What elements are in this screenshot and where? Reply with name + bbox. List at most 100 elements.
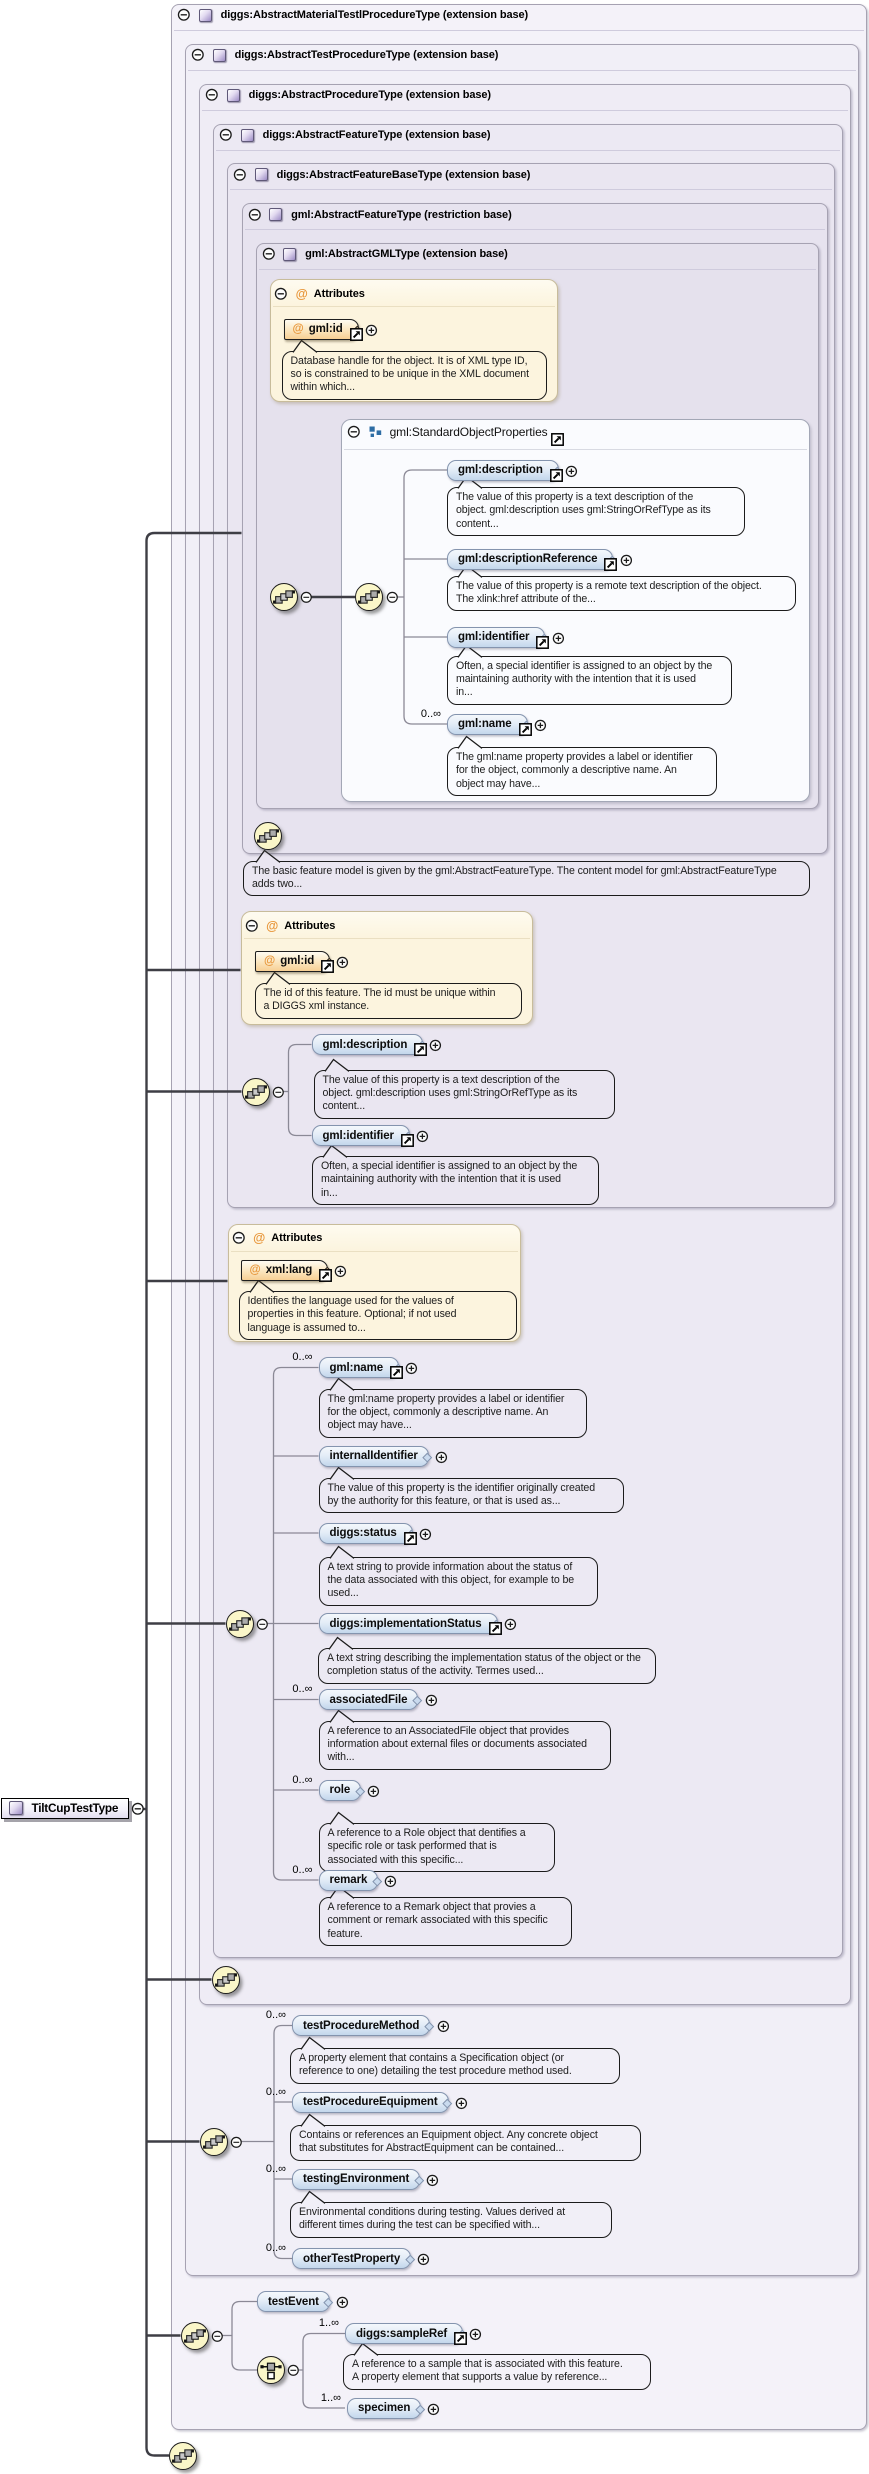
- choice-connector[interactable]: [256, 2356, 285, 2384]
- collapse-icon[interactable]: [272, 1085, 285, 1103]
- annotation-bubble: The value of this property is a remote t…: [447, 564, 796, 612]
- expand-icon[interactable]: [426, 2174, 439, 2192]
- element-name: testProcedureMethod: [303, 2019, 420, 2032]
- element-chip-diggs-status[interactable]: diggs:status: [318, 1522, 413, 1544]
- element-chip-gml-name[interactable]: gml:name: [447, 713, 528, 735]
- expand-icon[interactable]: [365, 324, 378, 342]
- sequence-connector[interactable]: [254, 821, 282, 850]
- sequence-connector[interactable]: [169, 2441, 197, 2470]
- element-chip-testProcedureMethod[interactable]: testProcedureMethod: [292, 2015, 430, 2036]
- sequence-connector[interactable]: [269, 583, 298, 611]
- collapse-icon[interactable]: [131, 1802, 145, 1821]
- sequence-connector[interactable]: [199, 2127, 228, 2156]
- element-chip-gml-name[interactable]: gml:name: [318, 1357, 400, 1378]
- expand-icon[interactable]: [620, 554, 633, 572]
- attribute-chip-a1[interactable]: @gml:id: [283, 318, 359, 340]
- complextype-icon: [226, 88, 240, 102]
- element-chip-testEvent[interactable]: testEvent: [257, 2291, 330, 2312]
- element-chip-diggs-implementationStatus[interactable]: diggs:implementationStatus: [318, 1613, 498, 1634]
- expand-icon[interactable]: [336, 2296, 349, 2314]
- sequence-connector[interactable]: [225, 1609, 254, 1638]
- expand-icon[interactable]: [419, 1528, 432, 1546]
- attributes-title: Attributes: [271, 1232, 323, 1244]
- expand-icon[interactable]: [367, 1785, 380, 1803]
- link-arrow-icon[interactable]: [519, 723, 532, 741]
- link-arrow-icon[interactable]: [404, 1532, 417, 1550]
- element-chip-gml-identifier[interactable]: gml:identifier: [447, 626, 545, 648]
- annotation-text: Environmental conditions during testing.…: [299, 2206, 566, 2232]
- link-arrow-icon[interactable]: [401, 1134, 414, 1152]
- expand-icon[interactable]: [455, 2097, 468, 2115]
- link-arrow-icon[interactable]: [489, 1622, 502, 1640]
- attribute-chip-a2[interactable]: @gml:id: [255, 950, 330, 972]
- type-box-title: diggs:AbstractTestProcedureType (extensi…: [234, 49, 499, 61]
- element-chip-specimen[interactable]: specimen: [347, 2397, 421, 2419]
- link-arrow-icon[interactable]: [536, 636, 549, 654]
- expand-icon[interactable]: [405, 1362, 418, 1380]
- attribute-chip-a3[interactable]: @xml:lang: [240, 1259, 329, 1281]
- collapse-icon[interactable]: [230, 2135, 243, 2153]
- at-icon: @: [264, 955, 276, 967]
- annotation-bubble: The value of this property is a text des…: [313, 1058, 615, 1119]
- expand-icon[interactable]: [417, 2253, 430, 2271]
- expand-icon[interactable]: [565, 465, 578, 483]
- element-chip-remark[interactable]: remark: [318, 1869, 379, 1891]
- type-box-title: diggs:AbstractProcedureType (extension b…: [248, 89, 491, 101]
- element-chip-diggs-sampleRef[interactable]: diggs:sampleRef: [345, 2323, 463, 2344]
- sequence-connector[interactable]: [241, 1077, 270, 1106]
- link-arrow-icon[interactable]: [454, 2332, 467, 2350]
- link-arrow-icon[interactable]: [550, 469, 563, 487]
- attributes-title: Attributes: [313, 287, 365, 300]
- collapse-icon[interactable]: [300, 591, 313, 609]
- link-arrow-icon[interactable]: [350, 328, 363, 346]
- element-chip-otherTestProperty[interactable]: otherTestProperty: [292, 2248, 411, 2269]
- element-name: diggs:sampleRef: [356, 2327, 448, 2340]
- annotation-text: Often, a special identifier is assigned …: [456, 659, 713, 699]
- complextype-icon: [283, 247, 297, 261]
- expand-icon[interactable]: [435, 1451, 448, 1469]
- element-name: remark: [329, 1874, 368, 1886]
- link-arrow-icon[interactable]: [390, 1366, 403, 1384]
- expand-icon[interactable]: [336, 956, 349, 974]
- annotation-bubble: A property element that contains a Speci…: [290, 2036, 620, 2084]
- element-chip-internalIdentifier[interactable]: internalIdentifier: [318, 1445, 429, 1467]
- annotation-bubble: The value of this property is the identi…: [318, 1466, 624, 1514]
- expand-icon[interactable]: [534, 719, 547, 737]
- element-chip-gml-description[interactable]: gml:description: [311, 1034, 424, 1055]
- expand-icon[interactable]: [427, 2403, 440, 2421]
- collapse-icon[interactable]: [256, 1617, 269, 1635]
- annotation-bubble: A text string to provide information abo…: [318, 1545, 598, 1606]
- type-box-header-7: gml:AbstractGMLType (extension base): [262, 246, 508, 263]
- expand-icon[interactable]: [469, 2328, 482, 2346]
- collapse-icon[interactable]: [386, 591, 399, 609]
- element-chip-role[interactable]: role: [318, 1779, 362, 1801]
- at-icon: @: [266, 918, 279, 933]
- annotation-bubble: Often, a special identifier is assigned …: [447, 644, 732, 705]
- element-chip-testingEnvironment[interactable]: testingEnvironment: [292, 2168, 420, 2190]
- sequence-connector[interactable]: [211, 1965, 240, 1994]
- expand-icon[interactable]: [437, 2020, 450, 2038]
- element-chip-gml-description[interactable]: gml:description: [447, 459, 559, 481]
- expand-icon[interactable]: [504, 1618, 517, 1636]
- collapse-icon[interactable]: [287, 2364, 300, 2382]
- expand-icon[interactable]: [416, 1130, 429, 1148]
- element-chip-testProcedureEquipment[interactable]: testProcedureEquipment: [292, 2091, 449, 2113]
- link-arrow-icon[interactable]: [604, 558, 617, 576]
- expand-icon[interactable]: [552, 632, 565, 650]
- expand-icon[interactable]: [384, 1875, 397, 1893]
- main-element-box[interactable]: TiltCupTestType: [0, 1797, 129, 1819]
- link-arrow-icon[interactable]: [319, 1269, 332, 1287]
- element-chip-gml-descriptionReference[interactable]: gml:descriptionReference: [447, 548, 613, 570]
- expand-icon[interactable]: [334, 1265, 347, 1283]
- sequence-connector[interactable]: [355, 583, 383, 611]
- collapse-icon[interactable]: [211, 2329, 224, 2347]
- sequence-connector[interactable]: [180, 2321, 209, 2350]
- annotation-text: A reference to a Remark object that prov…: [327, 1901, 548, 1940]
- link-arrow-icon[interactable]: [414, 1043, 427, 1061]
- expand-icon[interactable]: [425, 1694, 438, 1712]
- element-name: specimen: [358, 2402, 411, 2414]
- link-arrow-icon[interactable]: [321, 960, 334, 978]
- element-chip-associatedFile[interactable]: associatedFile: [318, 1689, 419, 1710]
- expand-icon[interactable]: [429, 1039, 442, 1057]
- element-chip-gml-identifier[interactable]: gml:identifier: [311, 1125, 410, 1146]
